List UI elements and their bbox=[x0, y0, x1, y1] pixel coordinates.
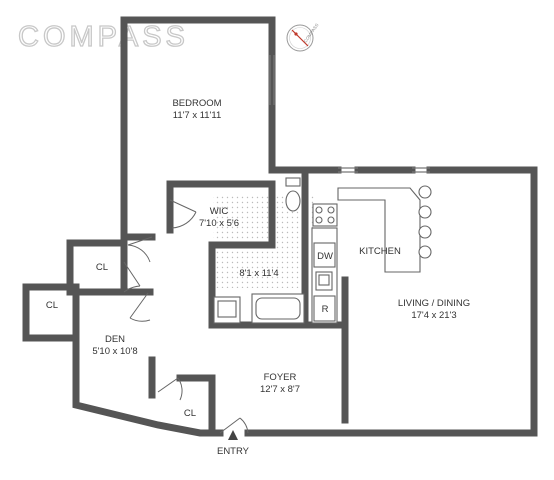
windows bbox=[269, 55, 430, 173]
closet-label-c: CL bbox=[184, 408, 196, 419]
foyer-label: FOYER bbox=[264, 372, 297, 383]
dishwasher-label: DW bbox=[317, 251, 333, 262]
compass-logo: COMPASS bbox=[18, 21, 189, 53]
fridge-label: R bbox=[322, 304, 329, 315]
stool-icons bbox=[418, 185, 432, 259]
room-labels: BEDROOM 11'7 x 11'11 WIC 7'10 x 5'6 8'1 … bbox=[46, 98, 470, 457]
living-label: LIVING / DINING bbox=[398, 298, 470, 309]
compass-rose-icon: COMPASS bbox=[286, 23, 320, 52]
wic-label: WIC bbox=[210, 206, 229, 217]
walls bbox=[22, 16, 538, 437]
fixtures bbox=[213, 177, 432, 324]
doors bbox=[123, 199, 249, 434]
closet-label-b: CL bbox=[46, 300, 58, 311]
closet-label-a: CL bbox=[96, 262, 108, 273]
den-size: 5'10 x 10'8 bbox=[92, 346, 137, 357]
wic-size: 7'10 x 5'6 bbox=[199, 218, 239, 229]
bath-size: 8'1 x 11'4 bbox=[239, 268, 278, 279]
bedroom-size: 11'7 x 11'11 bbox=[173, 110, 222, 121]
living-size: 17'4 x 21'3 bbox=[411, 310, 456, 321]
entry-marker-icon bbox=[228, 430, 238, 440]
foyer-size: 12'7 x 8'7 bbox=[260, 384, 300, 395]
stove-icon bbox=[312, 203, 338, 227]
kitchen-label: KITCHEN bbox=[359, 246, 401, 257]
bath-floor bbox=[213, 194, 315, 288]
bedroom-label: BEDROOM bbox=[172, 98, 221, 109]
entry-label: ENTRY bbox=[217, 446, 250, 457]
den-label: DEN bbox=[105, 334, 125, 345]
